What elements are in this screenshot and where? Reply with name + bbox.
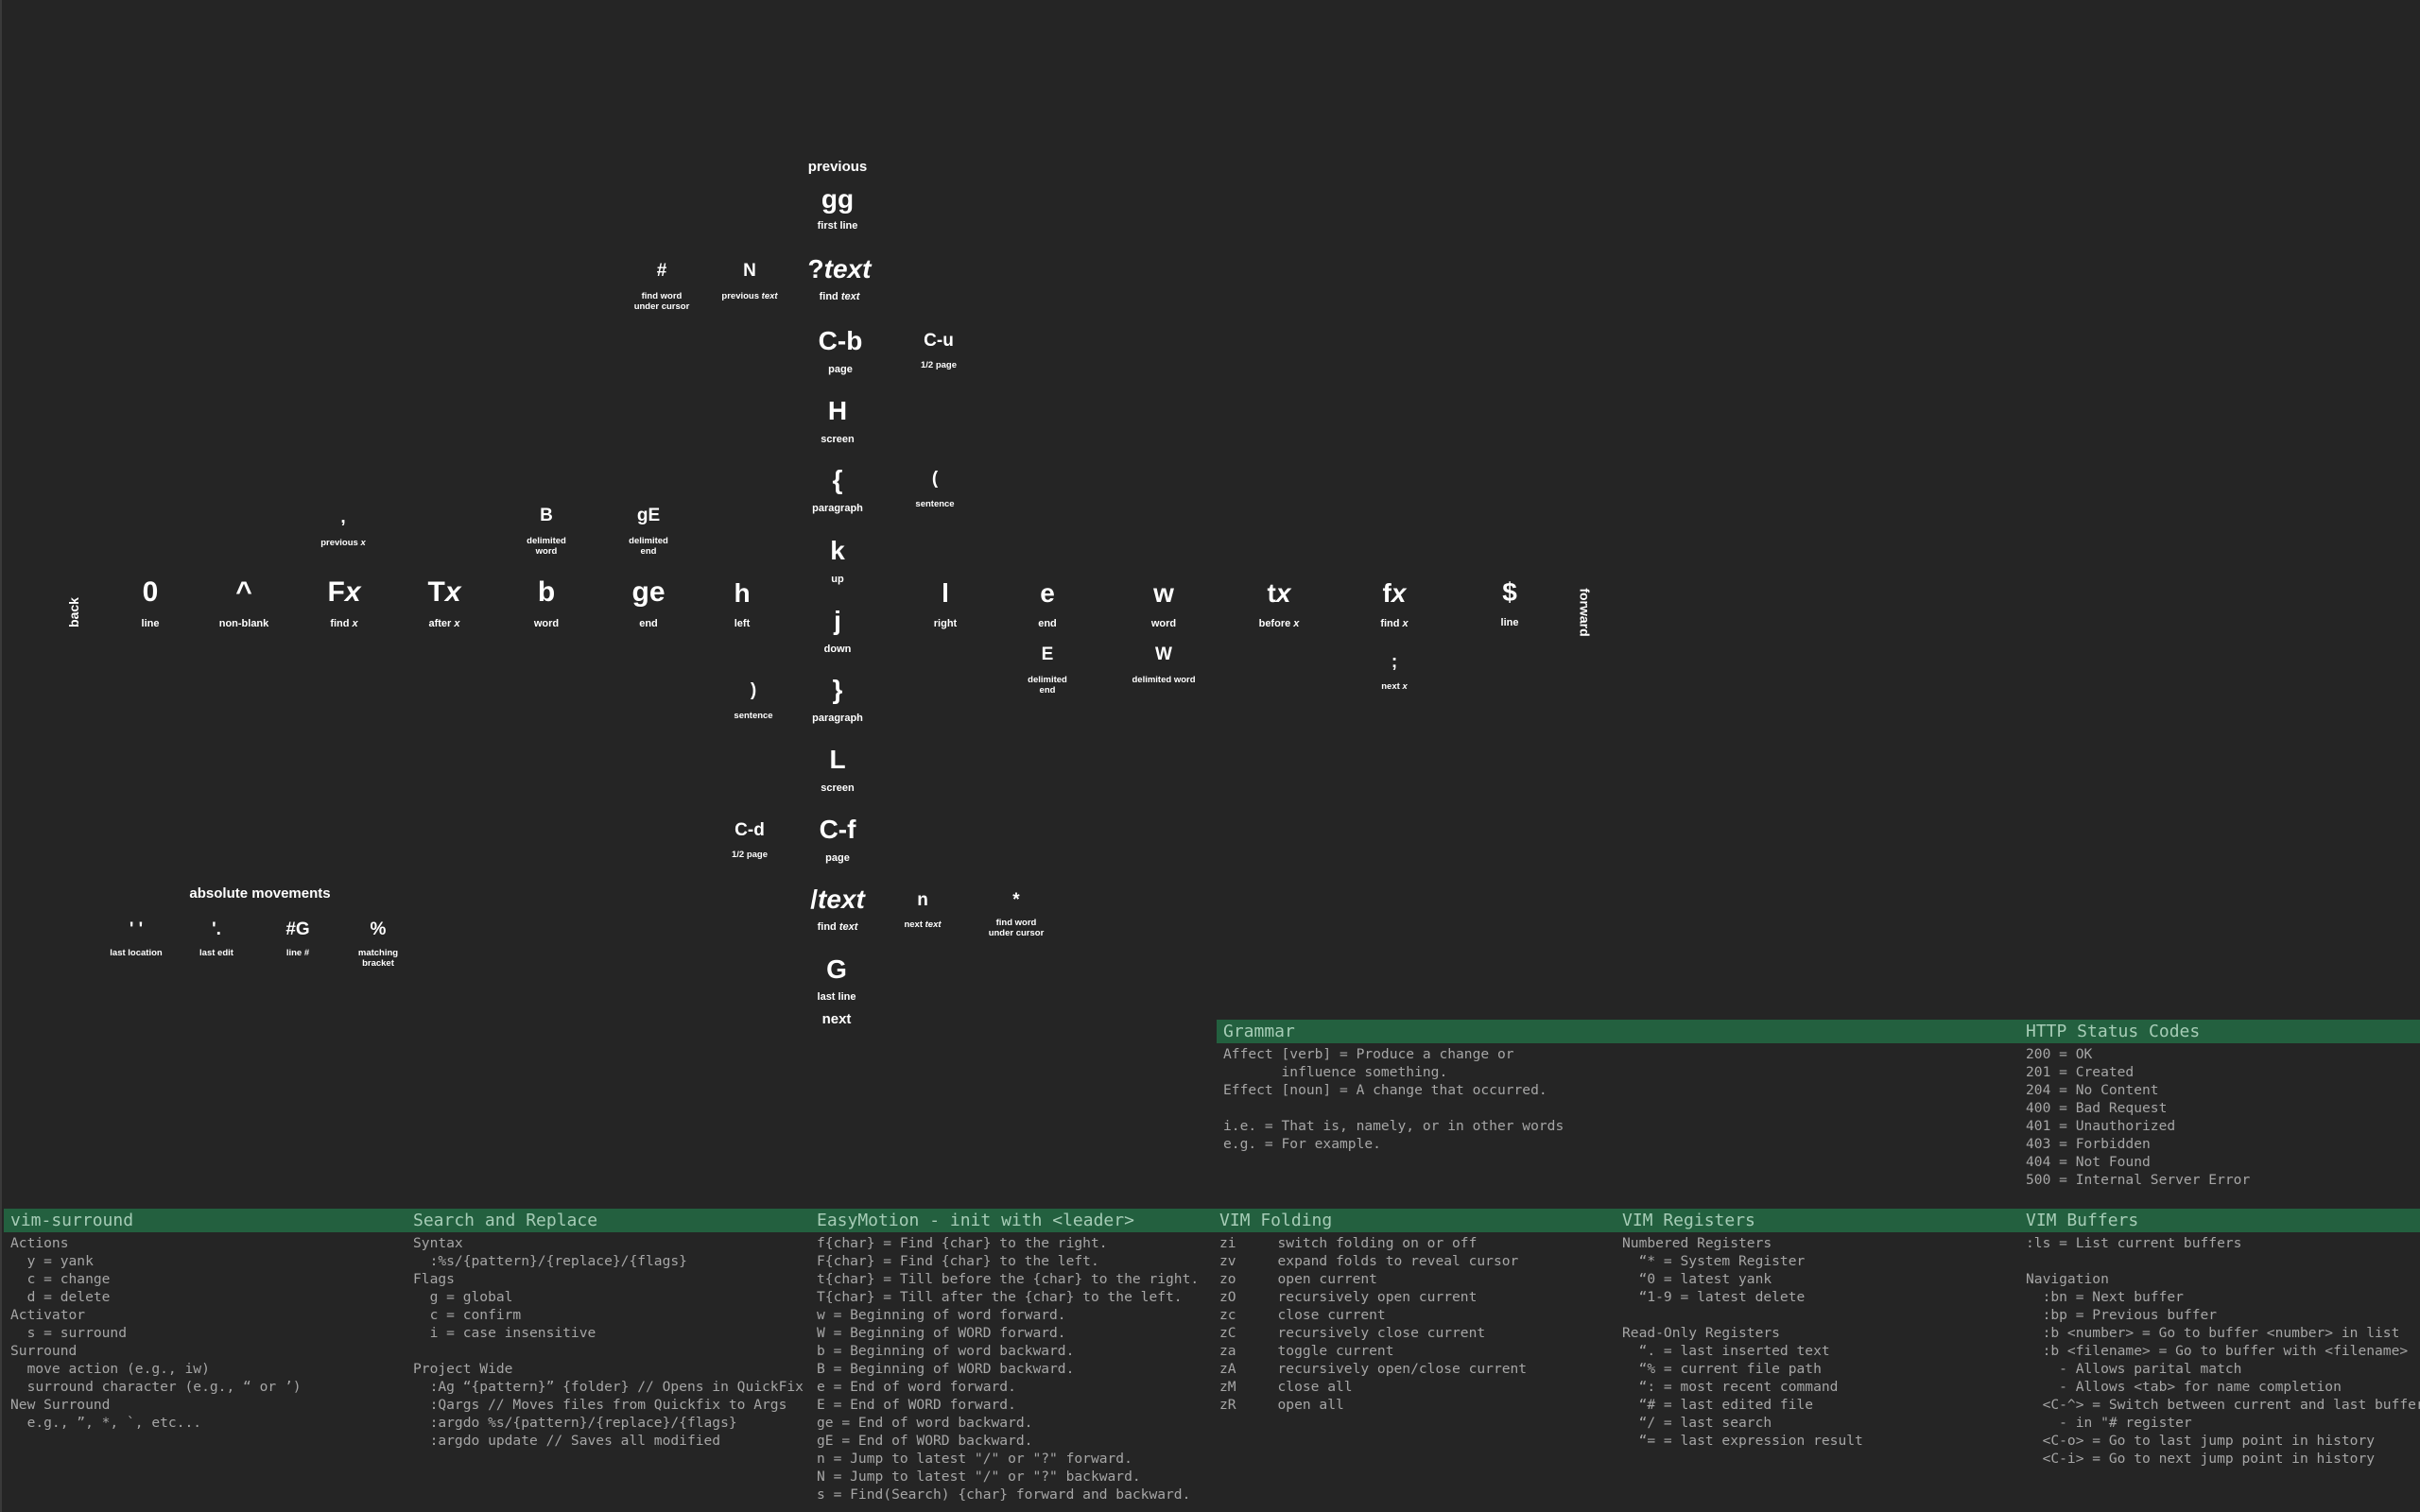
vim-folding-title: VIM Folding [1213,1209,1614,1232]
motion-G: G last line [817,954,856,1004]
grammar-title: Grammar [1217,1020,2016,1043]
motion-C-u: C-u 1/2 page [920,331,958,370]
http-status-panel: HTTP Status Codes 200 = OK 201 = Created… [2019,1020,2420,1189]
motion-C-d: C-d 1/2 page [731,820,769,860]
motion-gE: gE delimited end [629,506,668,557]
http-status-body: 200 = OK 201 = Created 204 = No Content … [2026,1046,2251,1188]
absolute-matching-bracket: % matching bracket [357,919,399,969]
motion-C-b: C-b page [818,326,863,376]
motion-e: e end [1038,578,1057,630]
vim-registers-title: VIM Registers [1616,1209,2016,1232]
motion-l: l right [933,578,958,630]
motion-Tx: Tx after x [427,576,461,630]
forward-label: forward [1577,588,1593,637]
vim-folding-body: zi switch folding on or off zv expand fo… [1219,1235,1528,1413]
search-replace-title: Search and Replace [406,1209,807,1232]
absolute-line-number: #G line # [285,919,310,958]
next-heading: next [821,1011,852,1027]
motion-gg: gg first line [817,184,858,232]
motion-ge: ge end [631,576,666,630]
left-edge [0,0,2,1512]
vim-registers-panel: VIM Registers Numbered Registers “* = Sy… [1616,1209,2016,1450]
previous-heading: previous [807,159,868,175]
easymotion-title: EasyMotion - init with <leader> [810,1209,1211,1232]
motion-comma: , previous x [320,507,366,548]
motion-hash: # find word under cursor [633,261,690,312]
vim-registers-body: Numbered Registers “* = System Register … [1622,1235,1863,1449]
absolute-last-location: ' ' last location [110,919,163,958]
back-label: back [65,597,81,627]
search-replace-panel: Search and Replace Syntax :%s/{pattern}/… [406,1209,807,1450]
motion-semicolon: ; next x [1381,652,1408,692]
motion-Fx: Fx find x [327,576,361,630]
motion-N: N previous text [721,261,778,301]
easymotion-panel: EasyMotion - init with <leader> f{char} … [810,1209,1211,1503]
motion-w: w word [1150,578,1177,630]
search-replace-body: Syntax :%s/{pattern}/{replace}/{flags} F… [413,1235,804,1449]
motion-left-paren: ( sentence [915,469,955,509]
vim-surround-panel: vim-surround Actions y = yank c = change… [4,1209,405,1432]
vim-surround-title: vim-surround [4,1209,405,1232]
motion-slash-text: /text find text [810,885,865,934]
motion-dollar: $ line [1500,577,1519,629]
motion-tx: tx before x [1258,578,1300,630]
motion-W: W delimited word [1132,644,1196,685]
motion-question-text: ?text find text [807,254,872,303]
motion-B: B delimited word [527,506,566,557]
absolute-movements-title: absolute movements [189,885,331,902]
http-status-title: HTTP Status Codes [2019,1020,2420,1043]
motion-star: * find word under cursor [988,890,1045,938]
motion-n: n next text [904,890,942,930]
grammar-body: Affect [verb] = Produce a change or infl… [1223,1046,1564,1152]
motion-C-f: C-f page [819,815,856,865]
easymotion-body: f{char} = Find {char} to the right. F{ch… [817,1235,1200,1503]
motion-left-brace: { paragraph [812,465,863,515]
motion-fx: fx find x [1380,578,1409,630]
motion-k: k up [830,536,845,586]
motion-b: b word [533,576,560,630]
vim-surround-body: Actions y = yank c = change d = delete A… [10,1235,302,1431]
grammar-panel: Grammar Affect [verb] = Produce a change… [1217,1020,2016,1153]
absolute-last-edit: '. last edit [199,919,233,958]
motion-h: h left [734,578,751,630]
motion-L: L screen [821,745,855,795]
motion-zero: 0 line [141,576,160,630]
motion-H: H screen [821,396,855,446]
vim-buffers-panel: VIM Buffers :ls = List current buffers N… [2019,1209,2420,1468]
motion-right-paren: ) sentence [734,680,773,721]
motion-right-brace: } paragraph [812,675,863,725]
vim-folding-panel: VIM Folding zi switch folding on or off … [1213,1209,1614,1414]
motion-j: j down [823,606,852,656]
motion-E: E delimited end [1028,644,1067,696]
vim-buffers-body: :ls = List current buffers Navigation :b… [2026,1235,2420,1467]
motion-caret: ^ non-blank [218,576,269,630]
vim-buffers-title: VIM Buffers [2019,1209,2420,1232]
